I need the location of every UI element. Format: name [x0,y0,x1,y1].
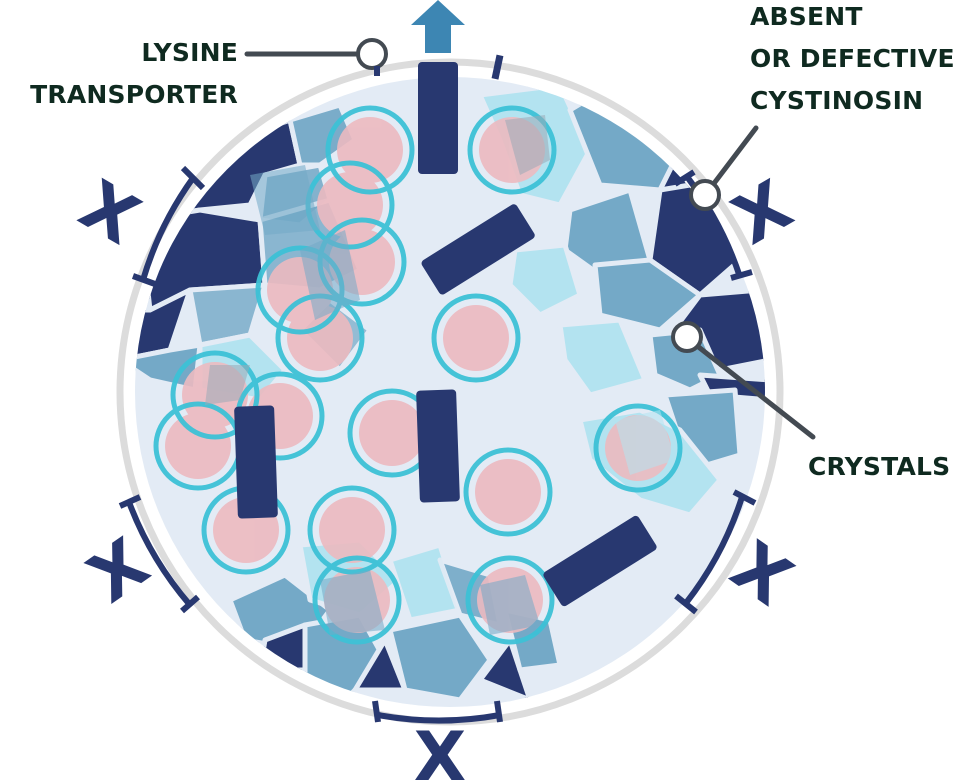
label-line: TRANSPORTER [30,80,238,109]
label-crystals: CRYSTALS [808,446,950,488]
x-icon: X [75,524,163,619]
crystal-overlays [205,115,675,635]
x-icon: X [717,527,805,622]
label-line: ABSENT [750,2,863,31]
membrane-tick [491,54,504,80]
transporter-bars [234,62,657,607]
label-line: CRYSTALS [808,452,951,481]
x-icon: X [67,166,152,261]
x-icon: X [720,166,805,261]
lysine-transporter-bar [418,62,458,174]
label-line: CYSTINOSIN [750,86,924,115]
callout-cystinosin [689,125,759,211]
label-line: OR DEFECTIVE [750,44,955,73]
callout-lysine-transporter [244,38,388,76]
label-lysine-transporter: LYSINE TRANSPORTER [30,32,238,116]
callout-crystals [671,321,816,440]
x-icon: X [414,718,466,784]
up-arrow-icon [411,0,465,53]
label-line: LYSINE [141,38,238,67]
label-cystinosin: ABSENT OR DEFECTIVE CYSTINOSIN [750,0,955,122]
